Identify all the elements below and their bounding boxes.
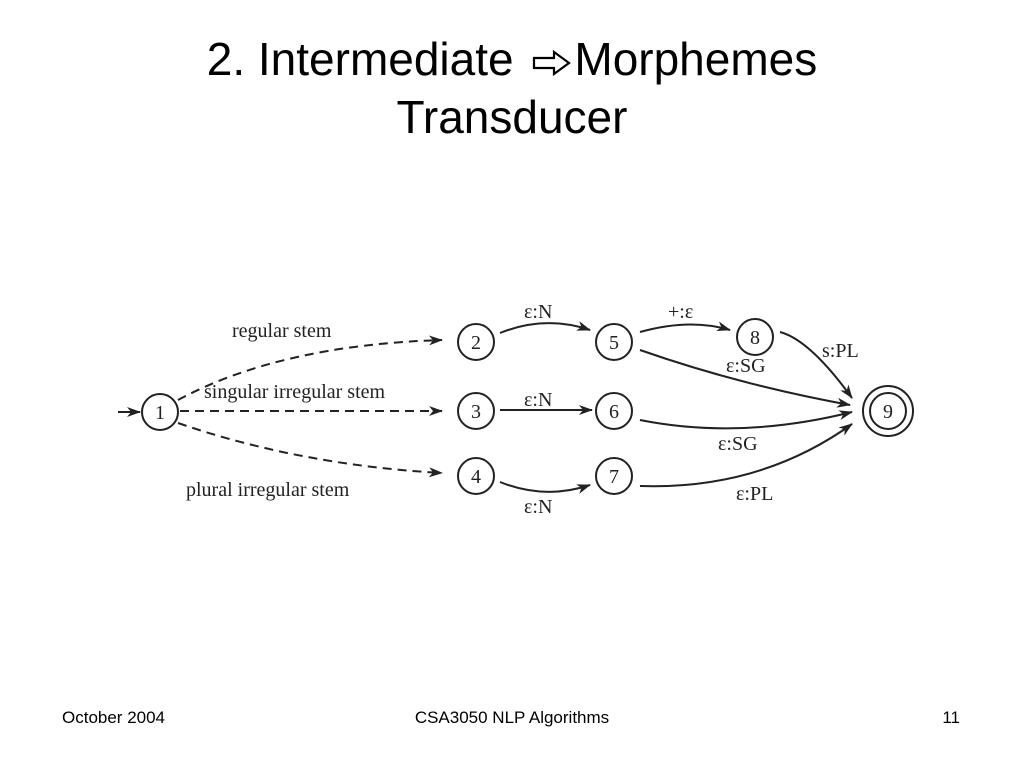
state-1-label: 1 bbox=[155, 402, 165, 424]
state-9-label: 9 bbox=[883, 401, 893, 423]
label-1-3: singular irregular stem bbox=[204, 381, 385, 403]
state-6: 6 bbox=[595, 392, 633, 430]
footer-course: CSA3050 NLP Algorithms bbox=[414, 708, 610, 727]
label-6-9: ε:SG bbox=[718, 433, 758, 455]
label-2-5: ε:N bbox=[524, 301, 552, 323]
hollow-right-arrow-icon bbox=[533, 49, 572, 77]
label-7-9: ε:PL bbox=[736, 483, 773, 505]
state-4: 4 bbox=[457, 457, 495, 495]
state-7-label: 7 bbox=[609, 466, 619, 488]
label-5-8: +:ε bbox=[668, 301, 693, 323]
edge-1-4 bbox=[177, 422, 443, 478]
state-5: 5 bbox=[595, 323, 633, 361]
state-7: 7 bbox=[595, 457, 633, 495]
label-1-2: regular stem bbox=[232, 320, 332, 342]
title-part-1: 2. Intermediate bbox=[206, 33, 527, 85]
label-3-6: ε:N bbox=[524, 389, 552, 411]
title-part-2: Morphemes bbox=[574, 33, 818, 85]
edge-5-9 bbox=[639, 349, 851, 408]
state-2-label: 2 bbox=[471, 332, 481, 354]
state-4-label: 4 bbox=[471, 466, 481, 488]
footer-date: October 2004 bbox=[62, 708, 166, 727]
edge-8-9 bbox=[779, 331, 853, 399]
state-5-label: 5 bbox=[609, 332, 619, 354]
state-6-label: 6 bbox=[609, 401, 619, 423]
state-1: 1 bbox=[141, 393, 179, 431]
state-9-final: 9 bbox=[862, 385, 914, 437]
state-3: 3 bbox=[457, 392, 495, 430]
state-8: 8 bbox=[736, 318, 774, 356]
title-line-2: Transducer bbox=[396, 91, 628, 143]
state-8-label: 8 bbox=[750, 327, 760, 349]
footer-page-number: 11 bbox=[942, 708, 960, 727]
edge-4-7 bbox=[499, 481, 591, 494]
edge-5-8 bbox=[639, 321, 731, 333]
label-5-9: ε:SG bbox=[726, 355, 766, 377]
title-line-1: 2. Intermediate Morphemes bbox=[0, 30, 1024, 88]
state-2: 2 bbox=[457, 323, 495, 361]
label-8-9: s:PL bbox=[822, 340, 859, 362]
label-1-4: plural irregular stem bbox=[186, 479, 350, 501]
slide-title: 2. Intermediate Morphemes Transducer bbox=[0, 30, 1024, 146]
edge-1-2 bbox=[177, 335, 443, 401]
edge-6-9 bbox=[639, 410, 853, 430]
edge-7-9 bbox=[639, 423, 853, 488]
state-3-label: 3 bbox=[471, 401, 481, 423]
edge-2-5 bbox=[499, 321, 591, 334]
label-4-7: ε:N bbox=[524, 496, 552, 518]
